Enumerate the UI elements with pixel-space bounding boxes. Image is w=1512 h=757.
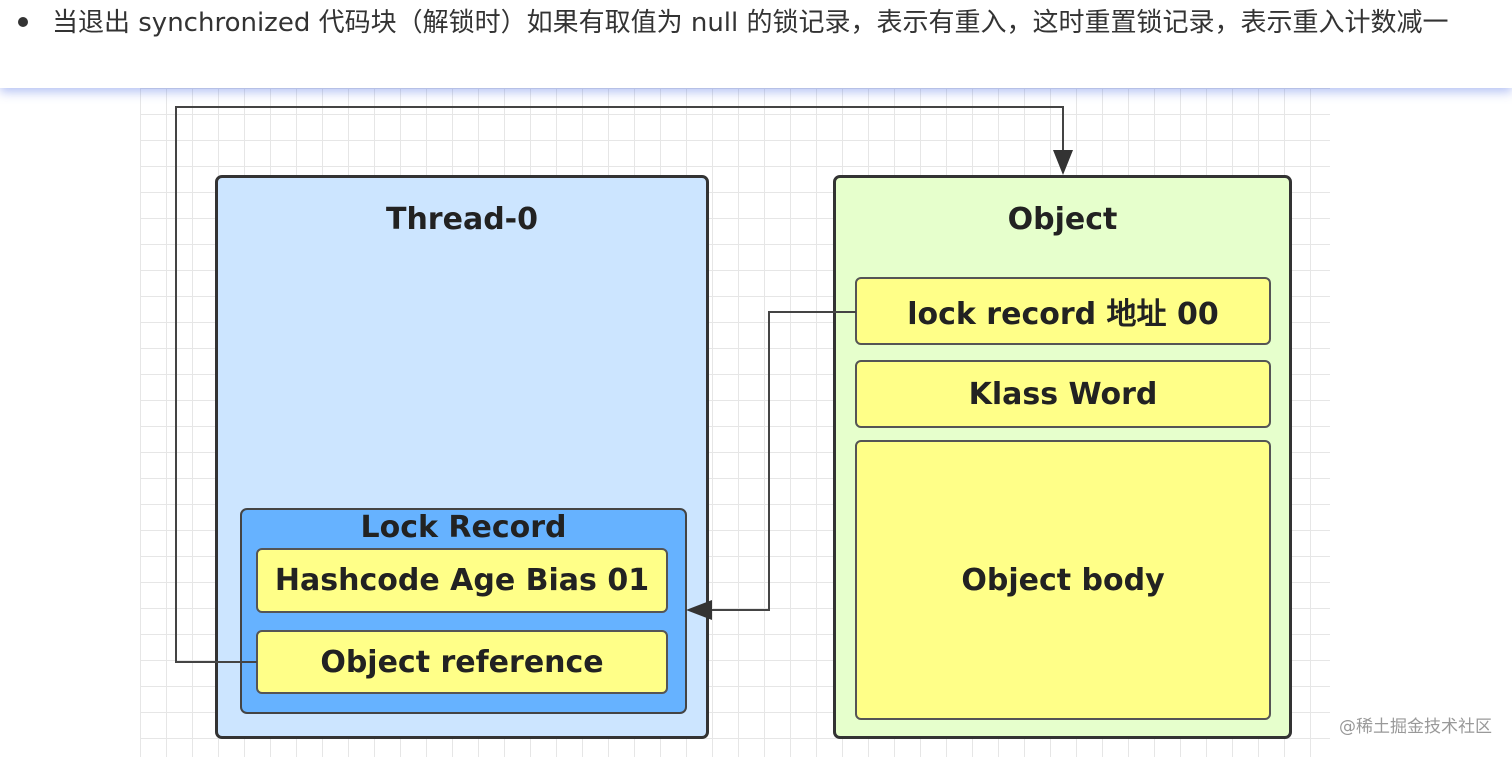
arrowhead-down-icon — [1053, 150, 1073, 175]
object-body-cell: Object body — [855, 440, 1271, 720]
sticky-text-header: 当退出 synchronized 代码块（解锁时）如果有取值为 null 的锁记… — [0, 0, 1512, 88]
watermark: @稀土掘金技术社区 — [1339, 717, 1492, 737]
bullet-icon — [18, 17, 28, 27]
lock-record-title: Lock Record — [360, 510, 567, 545]
thread-title: Thread-0 — [385, 202, 538, 237]
arrowhead-left-icon — [686, 600, 712, 620]
bullet-text: 当退出 synchronized 代码块（解锁时）如果有取值为 null 的锁记… — [52, 8, 1449, 38]
object-reference-arrow — [175, 106, 1064, 663]
thread-box: Thread-0 Lock Record Hashcode Age Bias 0… — [215, 175, 709, 739]
object-title: Object — [1007, 202, 1118, 237]
object-box: Object lock record 地址 00 Klass Word Obje… — [833, 175, 1292, 739]
lock-record-pointer-arrow — [700, 311, 856, 611]
lock-record-box: Lock Record Hashcode Age Bias 01 Object … — [240, 508, 687, 714]
hashcode-cell: Hashcode Age Bias 01 — [256, 548, 668, 613]
object-reference-cell: Object reference — [256, 630, 668, 694]
klass-word-cell: Klass Word — [855, 360, 1271, 428]
